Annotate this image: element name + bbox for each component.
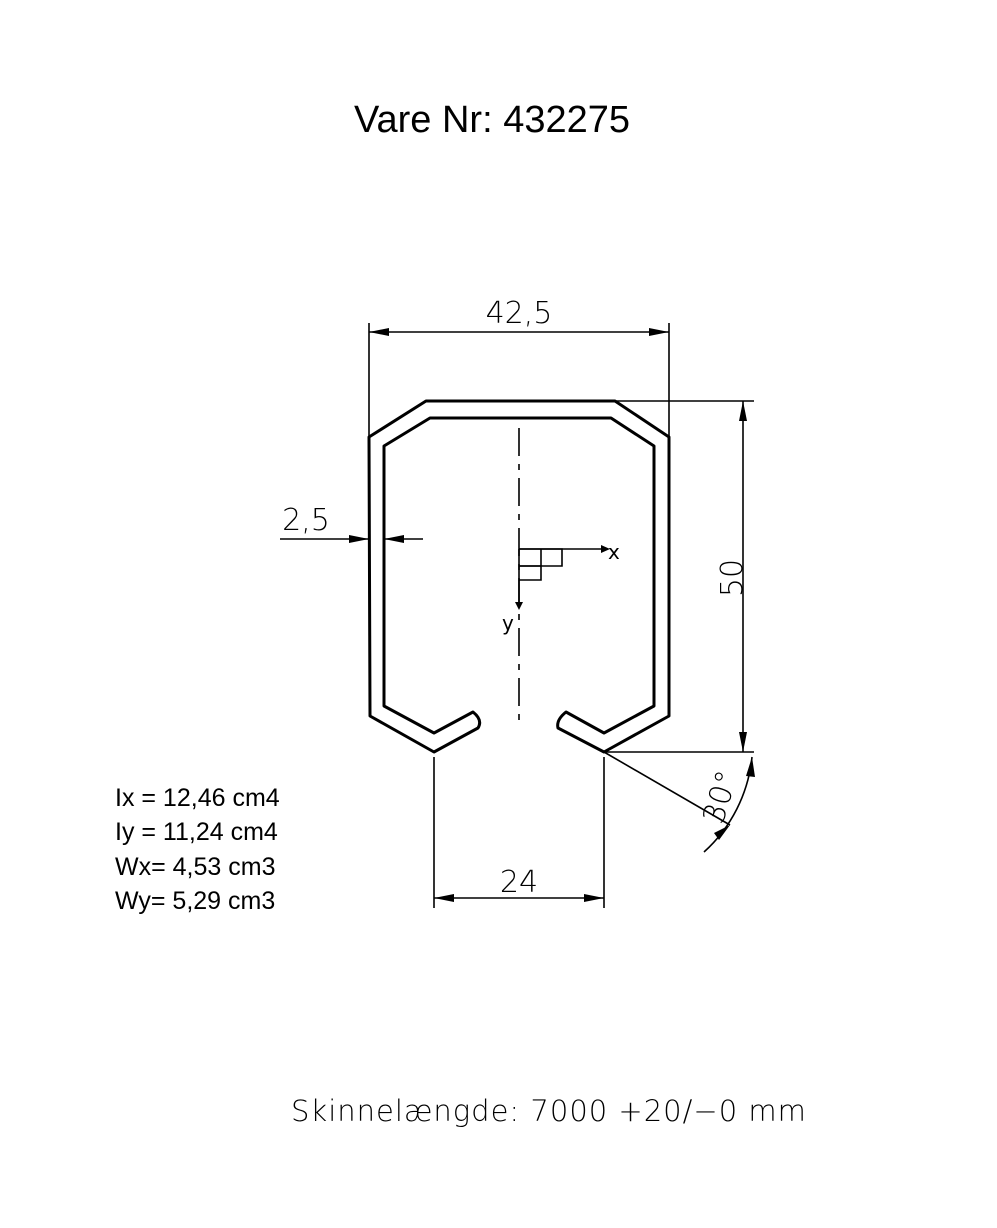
height-dimension-label: 50 [715, 559, 750, 597]
angle-dimension-label: 30° [696, 767, 745, 828]
wall-thickness-dimension [280, 535, 423, 543]
wall-thickness-label: 2,5 [282, 503, 330, 538]
property-iy: Iy = 11,24 cm4 [115, 818, 278, 846]
y-axis-label: y [502, 611, 514, 635]
x-axis-arrow-icon [601, 545, 610, 553]
property-wy: Wy= 5,29 cm3 [115, 887, 275, 915]
height-dimension [604, 400, 754, 753]
width-dimension [368, 323, 670, 437]
width-dimension-label: 42,5 [486, 296, 553, 331]
property-ix: Ix = 12,46 cm4 [115, 784, 280, 812]
x-axis-label: x [608, 540, 620, 564]
property-wx: Wx= 4,53 cm3 [115, 853, 275, 881]
angle-dimension [603, 751, 755, 853]
centroid-marker [518, 548, 563, 581]
rail-length-note: Skinnelængde: 7000 +20/−0 mm [291, 1094, 807, 1128]
article-number-title: Vare Nr: 432275 [354, 99, 630, 141]
y-axis-arrow-icon [515, 602, 523, 610]
slot-dimension-label: 24 [500, 865, 538, 900]
rail-profile-outline [367, 399, 671, 754]
slot-dimension [433, 757, 605, 908]
